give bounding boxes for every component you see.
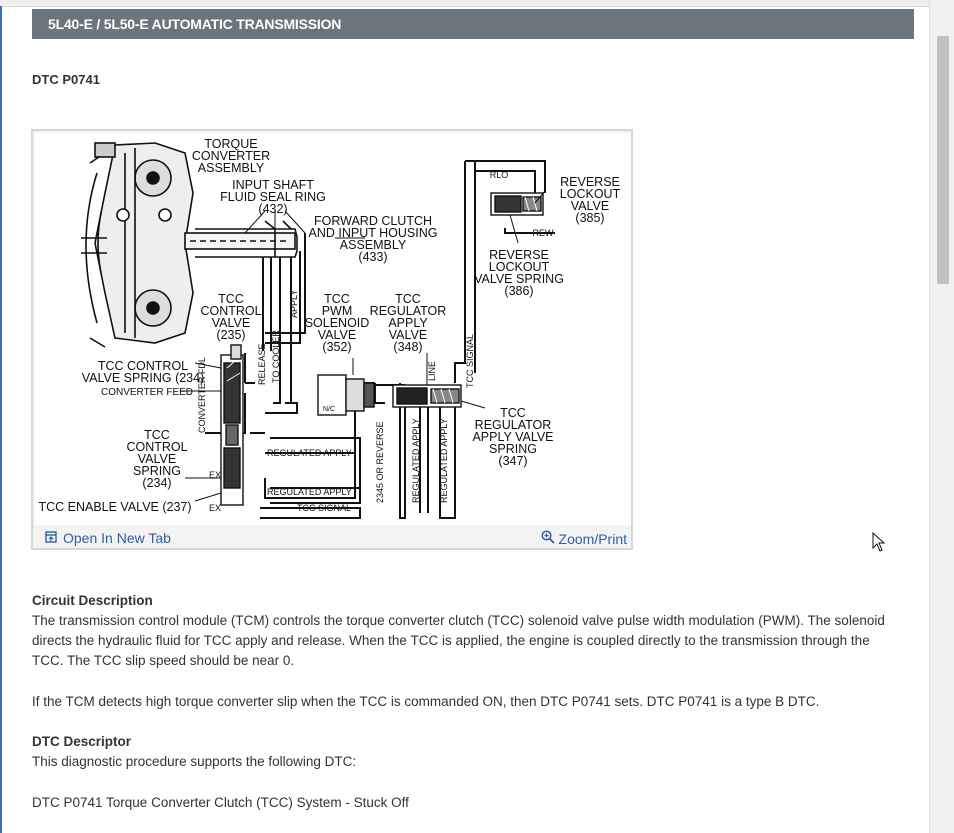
label-tcc-control-spring-2: VALVE SPRING (234) bbox=[82, 371, 205, 385]
zoom-print-link[interactable]: Zoom/Print bbox=[540, 530, 627, 547]
label-regulated-apply-h2: REGULATED APPLY bbox=[267, 487, 352, 497]
label-to-cooler: TO COOLER bbox=[271, 330, 281, 383]
zoom-icon bbox=[540, 530, 555, 547]
label-tcc-signal-vertical: TCC SIGNAL bbox=[465, 334, 475, 388]
hydraulic-passages bbox=[205, 160, 555, 519]
label-tcc-control-spring-1: TCC CONTROL bbox=[98, 359, 188, 373]
label-reverse-lockout-valve-4: (385) bbox=[575, 211, 604, 225]
transmission-diagram[interactable]: TORQUE CONVERTER ASSEMBLY INPUT SHAFT FL… bbox=[35, 133, 631, 525]
label-rlo: RLO bbox=[490, 170, 509, 180]
regulator-apply-valve-drawing bbox=[392, 384, 462, 408]
label-ex-1: EX bbox=[209, 470, 221, 480]
label-tcc-pwm-5: (352) bbox=[322, 340, 351, 354]
label-tcc-reg-apply-1: TCC bbox=[395, 292, 421, 306]
diagram-passage-labels: RLO REW EX EX N/C RELEASE TO COOLER APPL… bbox=[197, 170, 554, 513]
label-forward-clutch-3: ASSEMBLY bbox=[340, 238, 407, 252]
page-title: 5L40-E / 5L50-E AUTOMATIC TRANSMISSION bbox=[48, 16, 342, 32]
reverse-lockout-valve-drawing bbox=[490, 192, 544, 216]
circuit-description-text: The transmission control module (TCM) co… bbox=[32, 613, 885, 668]
label-tcc-reg-spring-1: TCC bbox=[500, 406, 526, 420]
diagram-labels: TORQUE CONVERTER ASSEMBLY INPUT SHAFT FL… bbox=[38, 137, 620, 514]
dtc-descriptor-text: This diagnostic procedure supports the f… bbox=[32, 754, 357, 769]
figure-toolbar: Open In New Tab Zoom/Print bbox=[33, 527, 631, 549]
dtc-descriptor-item: DTC P0741 Torque Converter Clutch (TCC) … bbox=[32, 795, 409, 810]
label-reverse-lockout-spring-2: LOCKOUT bbox=[489, 260, 550, 274]
label-forward-clutch-2: AND INPUT HOUSING bbox=[309, 226, 438, 240]
label-tcc-control-valve-1: TCC bbox=[218, 292, 244, 306]
vertical-scrollbar[interactable] bbox=[929, 0, 954, 833]
pwm-solenoid-drawing bbox=[317, 374, 375, 416]
label-2345-or-reverse: 2345 OR REVERSE bbox=[375, 421, 385, 503]
label-torque-converter-1: TORQUE bbox=[204, 137, 257, 151]
label-release: RELEASE bbox=[257, 343, 267, 385]
label-input-shaft-1: INPUT SHAFT bbox=[232, 178, 314, 192]
label-tcc-reg-spring-4: SPRING bbox=[489, 442, 537, 456]
label-regulated-apply-v2: REGULATED APPLY bbox=[439, 418, 449, 503]
dtc-descriptor-section: DTC Descriptor This diagnostic procedure… bbox=[32, 732, 902, 772]
dtc-descriptor-heading: DTC Descriptor bbox=[32, 734, 132, 749]
open-new-tab-icon bbox=[45, 530, 57, 546]
label-tcc-control-valve-2: CONTROL bbox=[200, 304, 261, 318]
label-tcc-reg-apply-5: (348) bbox=[393, 340, 422, 354]
label-tcc-signal-horizontal: TCC SIGNAL bbox=[297, 503, 351, 513]
leader-lines bbox=[180, 190, 546, 502]
open-in-new-tab-link[interactable]: Open In New Tab bbox=[45, 530, 171, 546]
label-torque-converter-2: CONVERTER bbox=[192, 149, 270, 163]
scrollbar-thumb[interactable] bbox=[937, 36, 949, 284]
label-tcc-reg-apply-2: REGULATOR bbox=[370, 304, 447, 318]
dtc-code: DTC P0741 bbox=[32, 72, 100, 87]
circuit-description-section: Circuit Description The transmission con… bbox=[32, 591, 902, 671]
tcc-control-valve-drawing bbox=[220, 344, 244, 506]
label-tcc-pwm-3: SOLENOID bbox=[305, 316, 370, 330]
label-regulated-apply-v1: REGULATED APPLY bbox=[411, 418, 421, 503]
label-reverse-lockout-valve-1: REVERSE bbox=[560, 175, 620, 189]
diagram-figure: TORQUE CONVERTER ASSEMBLY INPUT SHAFT FL… bbox=[31, 129, 633, 550]
label-tcc-reg-spring-2: REGULATOR bbox=[475, 418, 552, 432]
label-tcc-reg-apply-4: VALVE bbox=[389, 328, 427, 342]
label-reverse-lockout-valve-3: VALVE bbox=[571, 199, 609, 213]
label-rew: REW bbox=[533, 228, 555, 238]
label-tcc-reg-spring-5: (347) bbox=[498, 454, 527, 468]
label-converter-fdl: CONVERTER FDL bbox=[197, 357, 207, 433]
label-valve-spring-4: SPRING bbox=[133, 464, 181, 478]
label-tcc-pwm-4: VALVE bbox=[318, 328, 356, 342]
mouse-cursor-icon bbox=[872, 531, 886, 557]
label-converter-feed: CONVERTER FEED bbox=[101, 387, 193, 398]
label-line: LINE bbox=[427, 361, 437, 381]
label-reverse-lockout-spring-1: REVERSE bbox=[489, 248, 549, 262]
label-nc: N/C bbox=[323, 406, 335, 413]
label-valve-spring-1: TCC bbox=[144, 428, 170, 442]
label-input-shaft-3: (432) bbox=[258, 202, 287, 216]
section-header: 5L40-E / 5L50-E AUTOMATIC TRANSMISSION bbox=[32, 9, 914, 39]
window-top-edge bbox=[0, 0, 930, 7]
label-reverse-lockout-spring-4: (386) bbox=[504, 284, 533, 298]
circuit-description-heading: Circuit Description bbox=[32, 593, 153, 608]
hydraulic-circuit-diagram: TORQUE CONVERTER ASSEMBLY INPUT SHAFT FL… bbox=[38, 137, 621, 519]
label-tcc-reg-spring-3: APPLY VALVE bbox=[472, 430, 553, 444]
label-valve-spring-2: CONTROL bbox=[126, 440, 187, 454]
label-ex-2: EX bbox=[209, 503, 221, 513]
label-tcc-pwm-2: PWM bbox=[322, 304, 353, 318]
left-accent-bar bbox=[0, 6, 2, 833]
label-tcc-reg-apply-3: APPLY bbox=[388, 316, 428, 330]
label-tcc-control-valve-4: (235) bbox=[216, 328, 245, 342]
torque-converter-drawing bbox=[81, 142, 296, 348]
label-reverse-lockout-spring-3: VALVE SPRING bbox=[474, 272, 564, 286]
label-valve-spring-5: (234) bbox=[142, 476, 171, 490]
label-forward-clutch-1: FORWARD CLUTCH bbox=[314, 214, 432, 228]
label-forward-clutch-4: (433) bbox=[358, 250, 387, 264]
label-valve-spring-3: VALVE bbox=[138, 452, 176, 466]
label-reverse-lockout-valve-2: LOCKOUT bbox=[560, 187, 621, 201]
zoom-print-label: Zoom/Print bbox=[558, 530, 627, 547]
label-tcc-enable-valve: TCC ENABLE VALVE (237) bbox=[38, 500, 191, 514]
label-input-shaft-2: FLUID SEAL RING bbox=[220, 190, 326, 204]
label-tcc-control-valve-3: VALVE bbox=[212, 316, 250, 330]
circuit-description-paragraph-2: If the TCM detects high torque converter… bbox=[32, 694, 820, 709]
label-regulated-apply-h1: REGULATED APPLY bbox=[267, 448, 352, 458]
open-in-new-tab-label: Open In New Tab bbox=[63, 530, 171, 546]
input-housing-drawing bbox=[195, 220, 298, 258]
label-apply: APPLY bbox=[289, 290, 299, 318]
label-tcc-pwm-1: TCC bbox=[324, 292, 350, 306]
label-torque-converter-3: ASSEMBLY bbox=[198, 161, 265, 175]
